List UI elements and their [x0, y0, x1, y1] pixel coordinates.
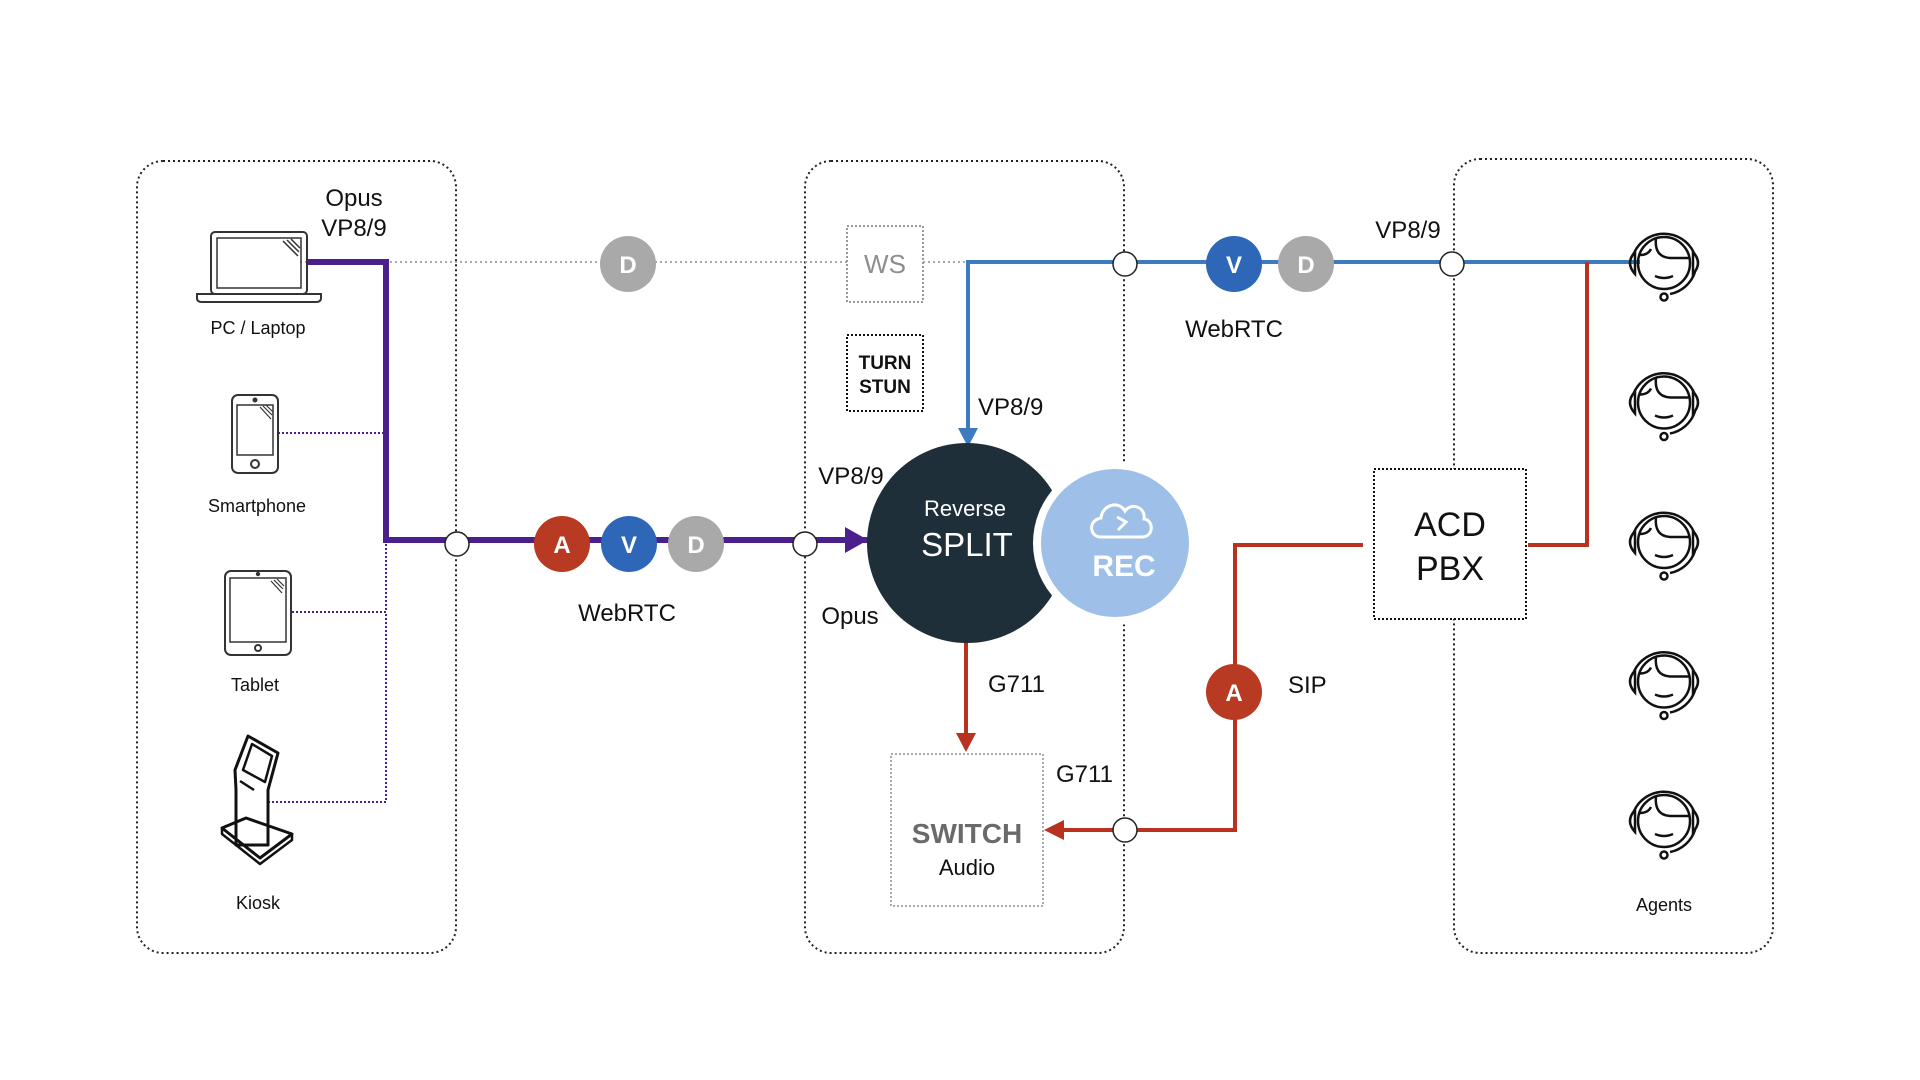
kiosk-link-line — [268, 612, 387, 803]
server-zone — [804, 160, 1125, 954]
svg-text:D: D — [1297, 252, 1314, 279]
agent-headset-icon — [1628, 511, 1700, 581]
device-label-tablet: Tablet — [231, 675, 279, 695]
device-label-laptop: PC / Laptop — [210, 318, 305, 338]
smartphone-icon — [231, 394, 279, 474]
split-audio-in-codec: Opus — [821, 603, 878, 630]
device-label-smartphone: Smartphone — [208, 496, 306, 516]
agent-headset-icon — [1628, 372, 1700, 442]
audio-badge: A — [534, 516, 590, 572]
laptop-link-line — [306, 259, 868, 543]
kiosk-icon — [220, 734, 294, 866]
junction-node — [444, 531, 470, 557]
switch-in-codec: G711 — [1056, 761, 1113, 788]
reverse-split-node: Reverse SPLIT — [867, 443, 1197, 643]
switch-audio-box: SWITCH Audio — [890, 753, 1044, 907]
svg-text:REC: REC — [1092, 550, 1155, 583]
agents-label: Agents — [1636, 895, 1692, 915]
agents-codec-label: VP8/9 — [1375, 217, 1440, 244]
svg-text:SWITCH: SWITCH — [912, 818, 1022, 849]
split-video-in-codec: VP8/9 — [818, 463, 883, 490]
junction-node — [792, 531, 818, 557]
audio-badge: A — [1206, 664, 1262, 720]
video-badge: V — [1206, 236, 1262, 292]
agent-headset-icon — [1628, 232, 1700, 302]
svg-text:ACD: ACD — [1414, 506, 1486, 544]
svg-text:WS: WS — [864, 249, 906, 279]
svg-text:A: A — [553, 532, 570, 559]
agent-video-link-line — [966, 260, 1640, 430]
agent-headset-icon — [1628, 790, 1700, 860]
svg-text:D: D — [687, 532, 704, 559]
blue-arrowhead — [958, 428, 978, 447]
split-down-codec: G711 — [988, 671, 1045, 698]
svg-text:Audio: Audio — [939, 855, 995, 880]
acd-pbx-box: ACD PBX — [1373, 468, 1527, 620]
blue-codec-label: VP8/9 — [978, 394, 1043, 421]
agent-headset-icon — [1628, 651, 1700, 721]
turn-stun-box: TURN STUN — [846, 334, 924, 412]
purple-arrowhead — [845, 527, 868, 553]
agent-protocol-label: WebRTC — [1185, 316, 1283, 343]
client-protocol-label: WebRTC — [578, 600, 676, 627]
data-badge: D — [668, 516, 724, 572]
red-arrowhead-down — [956, 733, 976, 752]
tablet-icon — [224, 570, 292, 656]
red-arrowhead-left — [1044, 820, 1064, 840]
acd-to-agents-line — [1528, 262, 1589, 547]
laptop-icon — [196, 231, 322, 303]
cloud-icon — [1090, 503, 1153, 539]
data-badge: D — [1278, 236, 1334, 292]
rec-label-group: REC — [1090, 503, 1156, 583]
sip-protocol-label: SIP — [1288, 672, 1327, 699]
client-codec-video: VP8/9 — [321, 215, 386, 242]
video-badge: V — [601, 516, 657, 572]
svg-text:Reverse: Reverse — [924, 496, 1006, 521]
ws-box: WS — [846, 225, 924, 303]
junction-node — [1112, 817, 1138, 843]
svg-text:V: V — [621, 532, 637, 559]
agents-list — [1628, 232, 1700, 860]
junction-node — [1112, 251, 1138, 277]
svg-text:PBX: PBX — [1416, 550, 1484, 588]
svg-text:V: V — [1226, 252, 1242, 279]
svg-text:TURN: TURN — [859, 353, 912, 374]
svg-text:A: A — [1225, 680, 1242, 707]
svg-text:SPLIT: SPLIT — [921, 526, 1013, 563]
client-codec-audio: Opus — [325, 185, 382, 212]
device-label-kiosk: Kiosk — [236, 893, 281, 913]
clients-zone — [136, 160, 457, 954]
svg-text:STUN: STUN — [859, 377, 911, 398]
junction-node — [1439, 251, 1465, 277]
svg-text:D: D — [619, 252, 636, 279]
data-badge: D — [600, 236, 656, 292]
tablet-link-line — [292, 540, 387, 613]
